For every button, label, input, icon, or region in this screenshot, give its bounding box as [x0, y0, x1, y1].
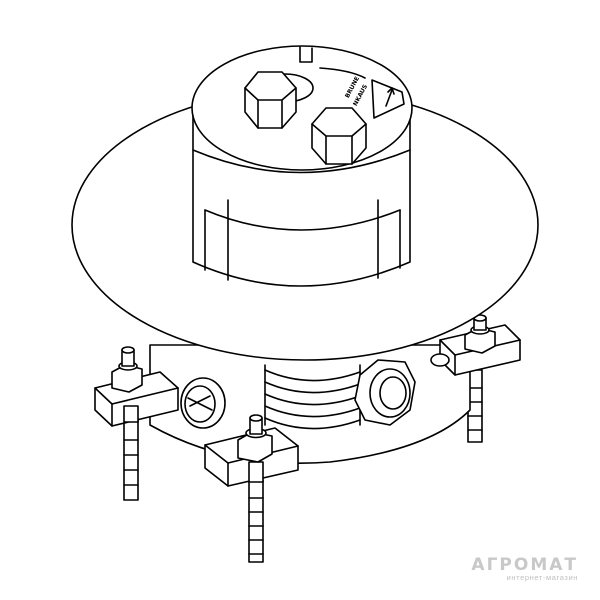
front-nut: [237, 414, 273, 463]
watermark: АГРОМАТ интернет-магазин: [471, 555, 578, 582]
left-nut: [111, 346, 143, 393]
hex-nut-front: [311, 107, 367, 165]
front-stud: [248, 479, 264, 563]
hex-nut-rear: [244, 71, 297, 129]
direction-arrow-tab: [371, 79, 405, 119]
right-nut: [464, 314, 496, 354]
watermark-title: АГРОМАТ: [471, 555, 578, 575]
watermark-subtitle: интернет-магазин: [506, 573, 578, 582]
rear-left-stud: [123, 419, 139, 501]
right-port-fitting: [354, 353, 450, 426]
left-port-plug: [180, 377, 226, 429]
